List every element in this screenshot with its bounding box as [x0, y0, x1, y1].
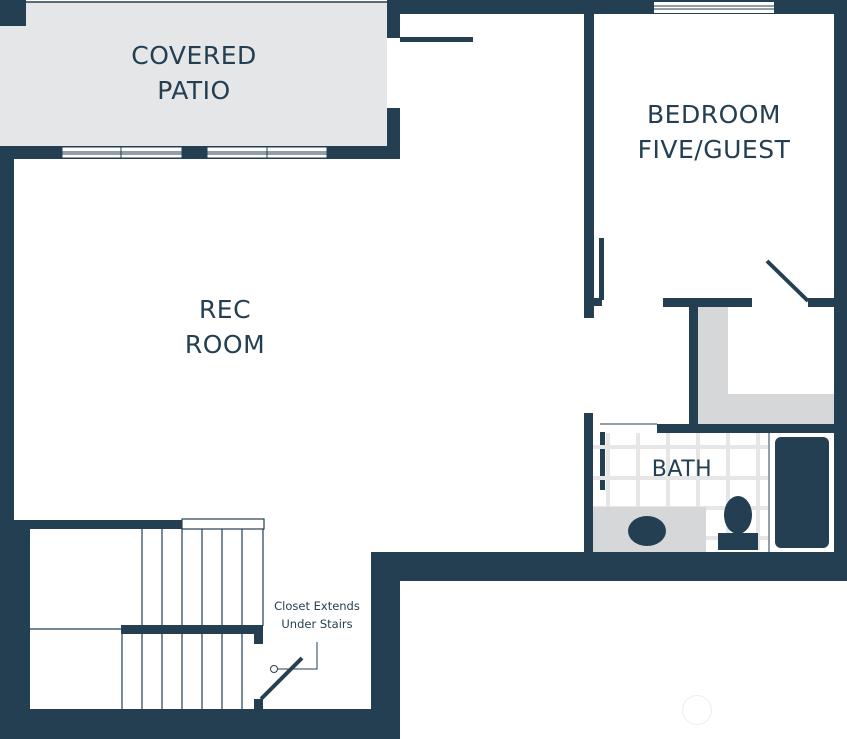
- stair-landing-edge: [181, 518, 265, 530]
- wall: [0, 146, 400, 159]
- wall: [808, 298, 834, 307]
- toilet-tank: [718, 533, 758, 550]
- wall: [254, 699, 263, 711]
- wall: [387, 108, 400, 158]
- leader-line: [278, 642, 318, 670]
- wall: [0, 146, 14, 526]
- closet-note: Closet Extends Under Stairs: [274, 599, 360, 631]
- door-knob: [270, 665, 278, 673]
- window: [206, 146, 328, 159]
- wall: [584, 14, 594, 318]
- closet-interior: [728, 307, 834, 394]
- covered-patio-area: [0, 2, 387, 146]
- door-leaf: [599, 238, 604, 300]
- toilet-icon: [724, 496, 752, 534]
- room-label-covered-patio: COVERED PATIO: [131, 41, 257, 105]
- door-leaf: [400, 37, 473, 42]
- closet-door: [259, 656, 304, 701]
- window: [61, 146, 183, 159]
- wall: [0, 520, 30, 739]
- wall: [0, 520, 182, 529]
- wall: [0, 709, 400, 739]
- wall: [254, 625, 263, 644]
- wall: [371, 552, 847, 581]
- room-label-rec-room: REC ROOM: [184, 295, 266, 359]
- wall: [0, 0, 26, 26]
- wall: [387, 0, 847, 14]
- sink-icon: [628, 516, 666, 546]
- wall: [594, 298, 602, 306]
- wall: [584, 413, 593, 553]
- wall: [657, 424, 847, 433]
- tile-grid: [593, 433, 768, 550]
- wall: [834, 14, 847, 554]
- wall: [663, 298, 752, 307]
- wall: [371, 552, 400, 739]
- door-leaf: [600, 432, 605, 490]
- bedroom-door: [765, 259, 810, 303]
- room-label-bath: BATH: [651, 457, 713, 482]
- wall: [689, 298, 698, 425]
- room-label-bedroom: BEDROOM FIVE/GUEST: [637, 100, 791, 164]
- bathtub-icon: [775, 437, 829, 548]
- wall: [121, 625, 263, 634]
- window: [654, 2, 774, 13]
- stairs: [30, 529, 264, 710]
- watermark-icon: [682, 695, 712, 725]
